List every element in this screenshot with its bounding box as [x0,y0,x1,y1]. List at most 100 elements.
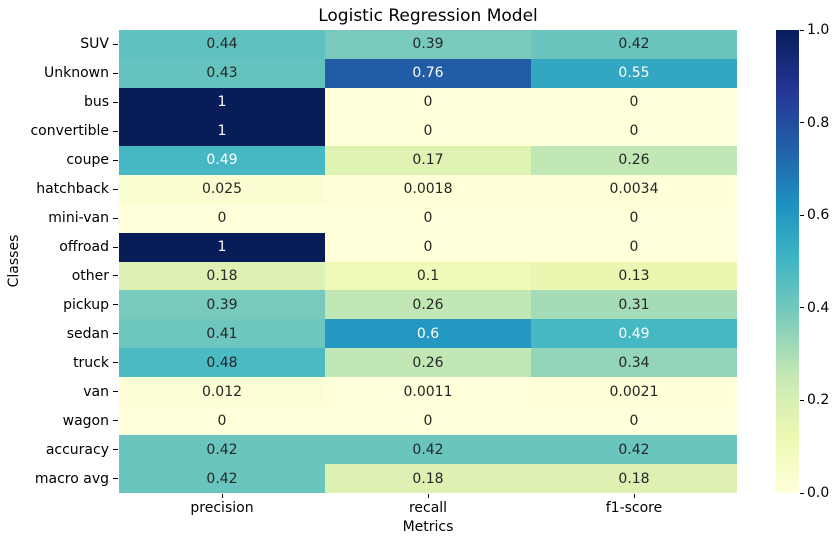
heatmap-cell: 0.26 [325,290,531,320]
colorbar-tick-label: 0.0 [807,485,830,501]
y-tick-mark [113,449,118,451]
heatmap-cell: 0.34 [531,348,737,378]
y-tick-mark [113,101,118,103]
y-tick-label: SUV [80,36,109,53]
colorbar-tick-mark [800,122,804,124]
y-tick-label: wagon [62,412,109,429]
y-tick-mark [113,333,118,335]
colorbar-tick-mark [800,492,804,494]
heatmap-cell: 0 [531,116,737,146]
y-tick-mark [113,246,118,248]
heatmap-cell: 0.41 [119,319,325,349]
x-tick-mark [427,494,429,498]
y-tick-mark [113,159,118,161]
heatmap-cell: 0.42 [325,435,531,465]
heatmap-cell: 0.26 [325,348,531,378]
heatmap-cell: 0 [325,203,531,233]
heatmap-cell: 0 [325,87,531,117]
y-tick-label: accuracy [45,441,109,458]
y-tick-label: mini-van [48,210,109,227]
heatmap-cell: 1 [119,232,325,262]
y-tick-mark [113,362,118,364]
y-tick-label: truck [73,354,109,371]
y-tick-mark [113,130,118,132]
y-tick-label: Unknown [44,65,109,82]
heatmap-cell: 0.13 [531,261,737,291]
y-tick-mark [113,217,118,219]
heatmap-cell: 0.39 [325,30,531,59]
y-tick-mark [113,420,118,422]
colorbar-tick-mark [800,29,804,31]
y-tick-label: bus [83,94,109,111]
heatmap-cell: 0.39 [119,290,325,320]
heatmap-cell: 0.025 [119,174,325,204]
y-tick-mark [113,391,118,393]
heatmap-cell: 0.42 [531,30,737,59]
x-tick-mark [221,494,223,498]
colorbar-tick-label: 0.8 [807,114,830,131]
heatmap-cell: 0 [531,406,737,436]
y-tick-label: convertible [30,123,109,140]
heatmap-cell: 0.18 [119,261,325,291]
x-tick-mark [633,494,635,498]
heatmap-cell: 0.1 [325,261,531,291]
heatmap-cell: 0.6 [325,319,531,349]
heatmap-cell: 0.42 [119,464,325,493]
y-tick-label: pickup [63,296,109,313]
heatmap-cell: 0.42 [531,435,737,465]
heatmap-cell: 0 [531,203,737,233]
y-tick-mark [113,275,118,277]
heatmap-cell: 0.42 [119,435,325,465]
y-tick-label: offroad [59,239,109,256]
heatmap-cell: 0 [325,406,531,436]
colorbar-tick-mark [800,399,804,401]
heatmap-cell: 0 [531,232,737,262]
chart-title: Logistic Regression Model [318,6,538,26]
colorbar-tick-label: 1.0 [807,22,830,38]
heatmap-cell: 0 [531,87,737,117]
colorbar-tick-label: 0.2 [807,392,830,409]
heatmap-cell: 0.26 [531,145,737,175]
heatmap-cell: 1 [119,116,325,146]
colorbar-tick-label: 0.6 [807,207,830,224]
y-tick-label: coupe [66,152,109,169]
colorbar [776,30,799,493]
y-tick-label: sedan [66,325,109,342]
heatmap-cell: 0.0021 [531,377,737,407]
heatmap-cell: 0.18 [325,464,531,493]
heatmap-cell: 0.43 [119,58,325,88]
y-tick-mark [113,43,118,45]
heatmap-cell: 0.0011 [325,377,531,407]
colorbar-tick-label: 0.4 [807,299,830,316]
heatmap-cell: 0.44 [119,30,325,59]
heatmap-cell: 0.0018 [325,174,531,204]
y-tick-label: van [83,383,109,400]
y-tick-label: other [71,267,109,284]
x-tick-label: precision [190,500,254,516]
colorbar-tick-mark [800,307,804,309]
x-tick-label: f1-score [605,500,663,516]
y-tick-mark [113,478,118,480]
heatmap-cell: 0.17 [325,145,531,175]
heatmap-cell: 0.012 [119,377,325,407]
heatmap-cell: 0.0034 [531,174,737,204]
heatmap-cell: 0.49 [531,319,737,349]
heatmap-cell: 0 [325,116,531,146]
heatmap-cell: 0 [119,406,325,436]
heatmap-cell: 0.76 [325,58,531,88]
y-tick-mark [113,188,118,190]
heatmap-cell: 0 [325,232,531,262]
x-axis-label: Metrics [402,519,454,535]
heatmap-cell: 0.49 [119,145,325,175]
heatmap-cell: 0.55 [531,58,737,88]
y-tick-label: macro avg [34,470,109,487]
heatmap-cell: 0.48 [119,348,325,378]
heatmap-cell: 1 [119,87,325,117]
y-tick-mark [113,72,118,74]
x-tick-label: recall [408,500,448,516]
heatmap-cell: 0.31 [531,290,737,320]
y-tick-label: hatchback [36,181,109,198]
heatmap-cell: 0 [119,203,325,233]
